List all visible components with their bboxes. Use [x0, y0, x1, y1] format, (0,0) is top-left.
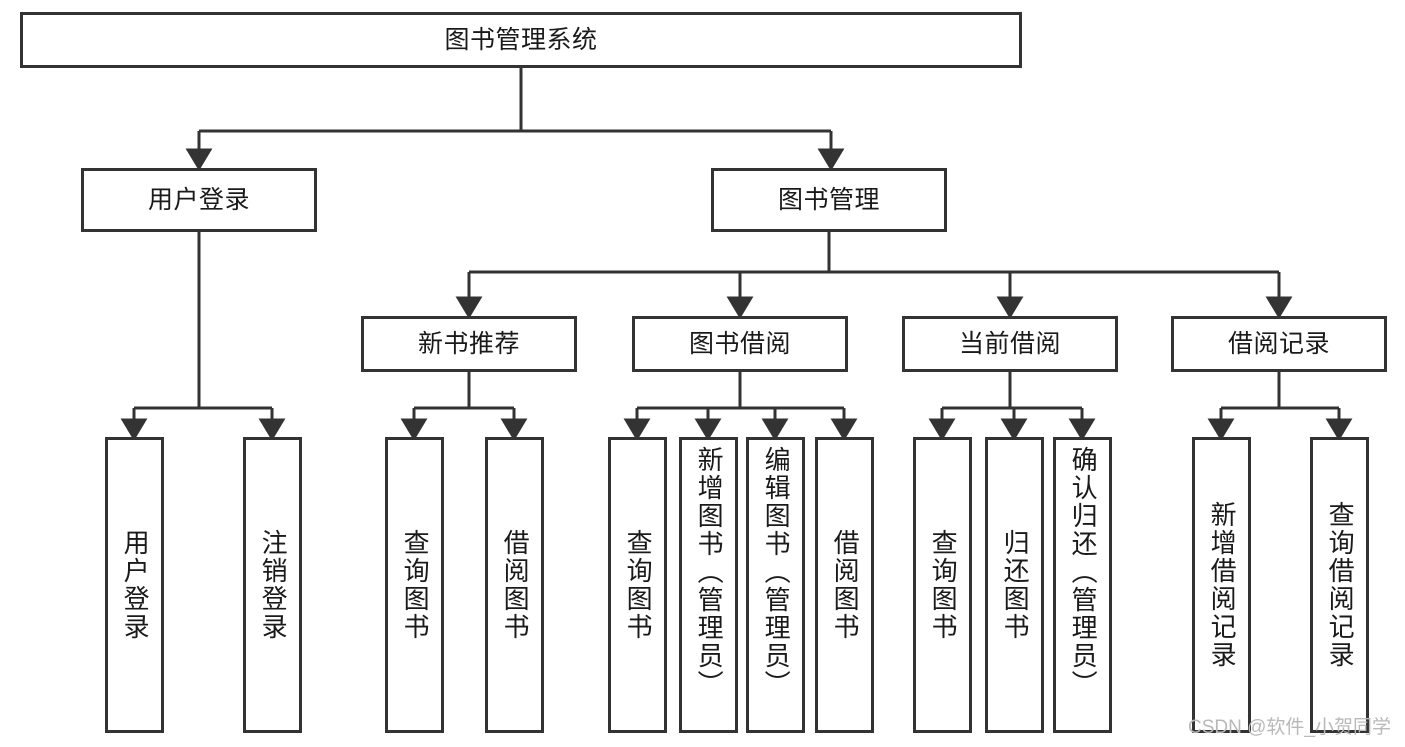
node-current-borrow[interactable]: 当前借阅	[902, 316, 1118, 372]
leaf-borrow-book-label: 借阅图书	[830, 529, 861, 641]
node-new-book-recommendation-label: 新书推荐	[417, 330, 520, 358]
leaf-return-book[interactable]: 归还图书	[985, 437, 1044, 733]
leaf-query-book-recommend[interactable]: 查询图书	[385, 437, 444, 733]
leaf-add-borrow-record-label: 新增借阅记录	[1207, 501, 1238, 669]
leaf-return-book-label: 归还图书	[1000, 529, 1031, 641]
node-current-borrow-label: 当前借阅	[958, 330, 1061, 358]
leaf-edit-book-admin[interactable]: 编辑图书（管理员）	[746, 437, 805, 733]
leaf-borrow-book-recommend[interactable]: 借阅图书	[485, 437, 544, 733]
leaf-add-borrow-record[interactable]: 新增借阅记录	[1192, 437, 1251, 733]
node-borrow-record[interactable]: 借阅记录	[1171, 316, 1387, 372]
leaf-query-book-current-label: 查询图书	[928, 529, 959, 641]
leaf-query-borrow-record-label: 查询借阅记录	[1325, 501, 1356, 669]
leaf-confirm-return-admin-label: 确认归还（管理员）	[1068, 446, 1099, 698]
node-book-manage[interactable]: 图书管理	[711, 168, 947, 232]
leaf-user-login[interactable]: 用户登录	[105, 437, 164, 733]
node-new-book-recommendation[interactable]: 新书推荐	[361, 316, 577, 372]
leaf-borrow-book[interactable]: 借阅图书	[815, 437, 874, 733]
leaf-borrow-book-recommend-label: 借阅图书	[500, 529, 531, 641]
leaf-query-borrow-record[interactable]: 查询借阅记录	[1310, 437, 1369, 733]
watermark: CSDN @软件_小贺同学	[1188, 717, 1391, 738]
leaf-confirm-return-admin[interactable]: 确认归还（管理员）	[1053, 437, 1112, 733]
node-user-login[interactable]: 用户登录	[81, 168, 317, 232]
leaf-logout-label: 注销登录	[258, 529, 289, 641]
leaf-query-book-borrow[interactable]: 查询图书	[608, 437, 667, 733]
node-user-login-label: 用户登录	[147, 186, 250, 214]
node-root[interactable]: 图书管理系统	[20, 12, 1022, 68]
node-book-borrow-label: 图书借阅	[688, 330, 791, 358]
node-book-manage-label: 图书管理	[777, 186, 880, 214]
leaf-add-book-admin[interactable]: 新增图书（管理员）	[679, 437, 738, 733]
leaf-logout[interactable]: 注销登录	[243, 437, 302, 733]
leaf-query-book-recommend-label: 查询图书	[400, 529, 431, 641]
node-borrow-record-label: 借阅记录	[1227, 330, 1330, 358]
node-book-borrow[interactable]: 图书借阅	[632, 316, 848, 372]
leaf-edit-book-admin-label: 编辑图书（管理员）	[761, 446, 792, 698]
leaf-add-book-admin-label: 新增图书（管理员）	[694, 446, 725, 698]
leaf-query-book-borrow-label: 查询图书	[623, 529, 654, 641]
leaf-user-login-label: 用户登录	[120, 529, 151, 641]
node-root-label: 图书管理系统	[444, 26, 598, 54]
leaf-query-book-current[interactable]: 查询图书	[913, 437, 972, 733]
